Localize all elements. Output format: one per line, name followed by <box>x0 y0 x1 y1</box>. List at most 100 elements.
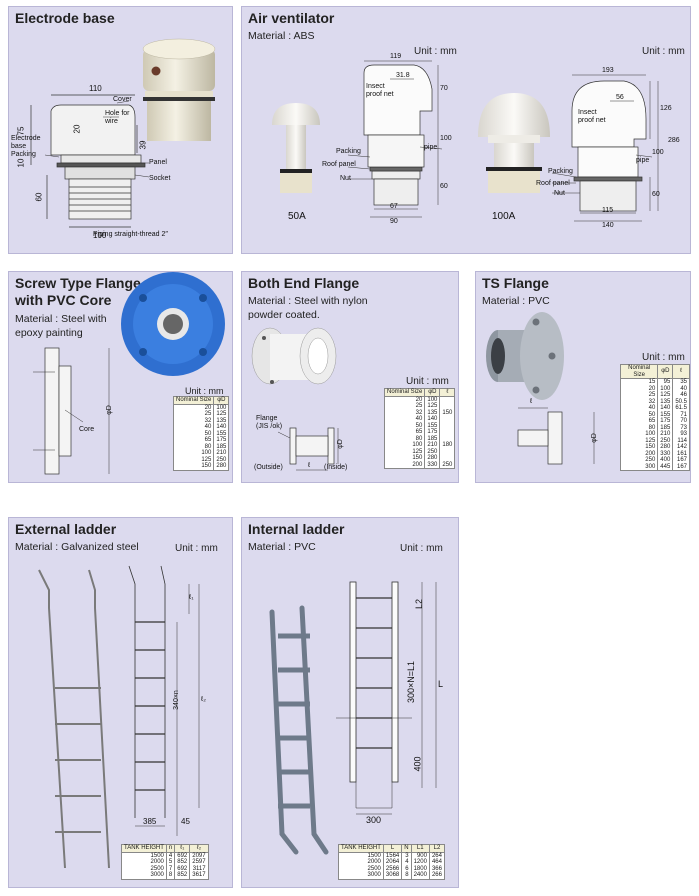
label-insect-50a: Insect proof net <box>366 83 394 98</box>
table-cell: 135 <box>657 398 674 405</box>
dim-60-50a: 60 <box>440 183 448 190</box>
table-cell: 70 <box>672 418 690 425</box>
internal-ladder-drawing <box>269 581 437 855</box>
table-header: TANK HEIGHT <box>121 844 167 853</box>
table-cell: 210 <box>657 431 674 438</box>
table-cell: 266 <box>428 872 445 880</box>
caption-100a: 100A <box>492 211 516 222</box>
table-cell: 250 <box>657 437 674 444</box>
both-end-flange-title: Both End Flange <box>248 275 360 291</box>
table-cell: 155 <box>213 430 230 437</box>
table-cell: 7 <box>165 865 176 872</box>
label-packing-50a: Packing <box>336 148 361 155</box>
table-cell: 250 <box>619 457 659 464</box>
table-cell: 185 <box>657 424 674 431</box>
table-cell: 366 <box>428 865 445 872</box>
electrode-base-title: Electrode base <box>15 10 115 26</box>
label-phid: φD <box>336 439 344 449</box>
table-cell: 125 <box>619 437 659 444</box>
internal-ladder-material: Material : PVC <box>248 541 316 553</box>
table-cell: 4 <box>165 852 176 859</box>
table-cell: 25 <box>383 403 426 410</box>
table-cell: 200 <box>619 450 659 457</box>
air-ventilator-drawing <box>272 60 659 222</box>
table-cell: 330 <box>657 450 674 457</box>
table-header: ℓ₁ <box>174 844 191 853</box>
electrode-base-drawing <box>30 38 216 228</box>
both-end-flange-panel: Both End Flange Material : Steel with ny… <box>241 271 459 483</box>
table-cell: 20 <box>172 404 215 411</box>
label-cover: Cover <box>113 96 132 103</box>
screw-flange-title-l1: Screw Type Flange <box>15 275 141 291</box>
dim-39: 39 <box>138 140 148 150</box>
table-cell: 3117 <box>189 865 209 872</box>
dim-10: 10 <box>16 158 26 168</box>
table-cell: 300 <box>619 463 659 471</box>
table-cell: 95 <box>657 378 674 386</box>
air-ventilator-title: Air ventilator <box>248 10 335 26</box>
label-outside: (Outside) <box>254 464 283 471</box>
table-cell: 6 <box>401 865 412 872</box>
table-cell: 3000 <box>121 872 167 880</box>
table-cell: 125 <box>657 392 674 399</box>
table-header: Nominal Size <box>619 364 659 379</box>
external-ladder-panel: External ladder Material : Galvanized st… <box>8 517 233 888</box>
table-cell: 35 <box>672 378 690 386</box>
dim-100-100a: 100 <box>652 149 664 156</box>
table-cell: 8 <box>401 872 412 880</box>
internal-ladder-unit: Unit : mm <box>400 543 443 554</box>
ts-flange-material: Material : PVC <box>482 295 550 307</box>
table-cell: 32 <box>383 409 426 416</box>
label-packing-100a: Packing <box>548 168 573 175</box>
table-header: ℓ₂ <box>189 844 209 853</box>
table-cell: 142 <box>672 444 690 451</box>
unit-label-1: Unit : mm <box>414 46 457 57</box>
label-pipe-50a: pipe <box>424 144 438 151</box>
both-end-flange-material-l2: powder coated. <box>248 309 320 321</box>
table-cell: 40 <box>383 416 426 423</box>
label-insect-100a: Insect proof net <box>578 109 606 124</box>
screw-flange-unit: Unit : mm <box>185 386 224 396</box>
table-cell: 250 <box>213 456 230 463</box>
table-cell: 100 <box>424 396 441 403</box>
table-cell: 114 <box>672 437 690 444</box>
table-cell: 464 <box>428 859 445 866</box>
table-cell <box>439 435 456 442</box>
dim-100-50a: 100 <box>440 135 452 142</box>
table-cell: 900 <box>410 852 430 859</box>
table-cell: 2597 <box>189 859 209 866</box>
table-cell: 2400 <box>410 872 430 880</box>
table-cell: 80 <box>619 424 659 431</box>
screw-flange-drawing <box>33 272 225 475</box>
air-ventilator-panel: Air ventilator Material : ABS Unit : mm … <box>241 6 691 254</box>
dim-400: 400 <box>412 756 423 772</box>
table-cell: 100 <box>172 450 215 457</box>
table-cell: 80 <box>172 443 215 450</box>
table-cell: 5 <box>165 859 176 866</box>
table-cell: 250 <box>439 461 456 469</box>
table-cell: 32 <box>619 398 659 405</box>
table-cell: 125 <box>213 411 230 418</box>
table-cell: 175 <box>213 437 230 444</box>
table-cell: 100 <box>383 442 426 449</box>
table-cell: 40 <box>672 385 690 392</box>
dim-140: 140 <box>602 222 614 229</box>
table-cell: 150 <box>383 455 426 462</box>
table-cell: 175 <box>657 418 674 425</box>
table-cell: 50 <box>383 422 426 429</box>
label-inside: (Inside) <box>324 464 348 471</box>
